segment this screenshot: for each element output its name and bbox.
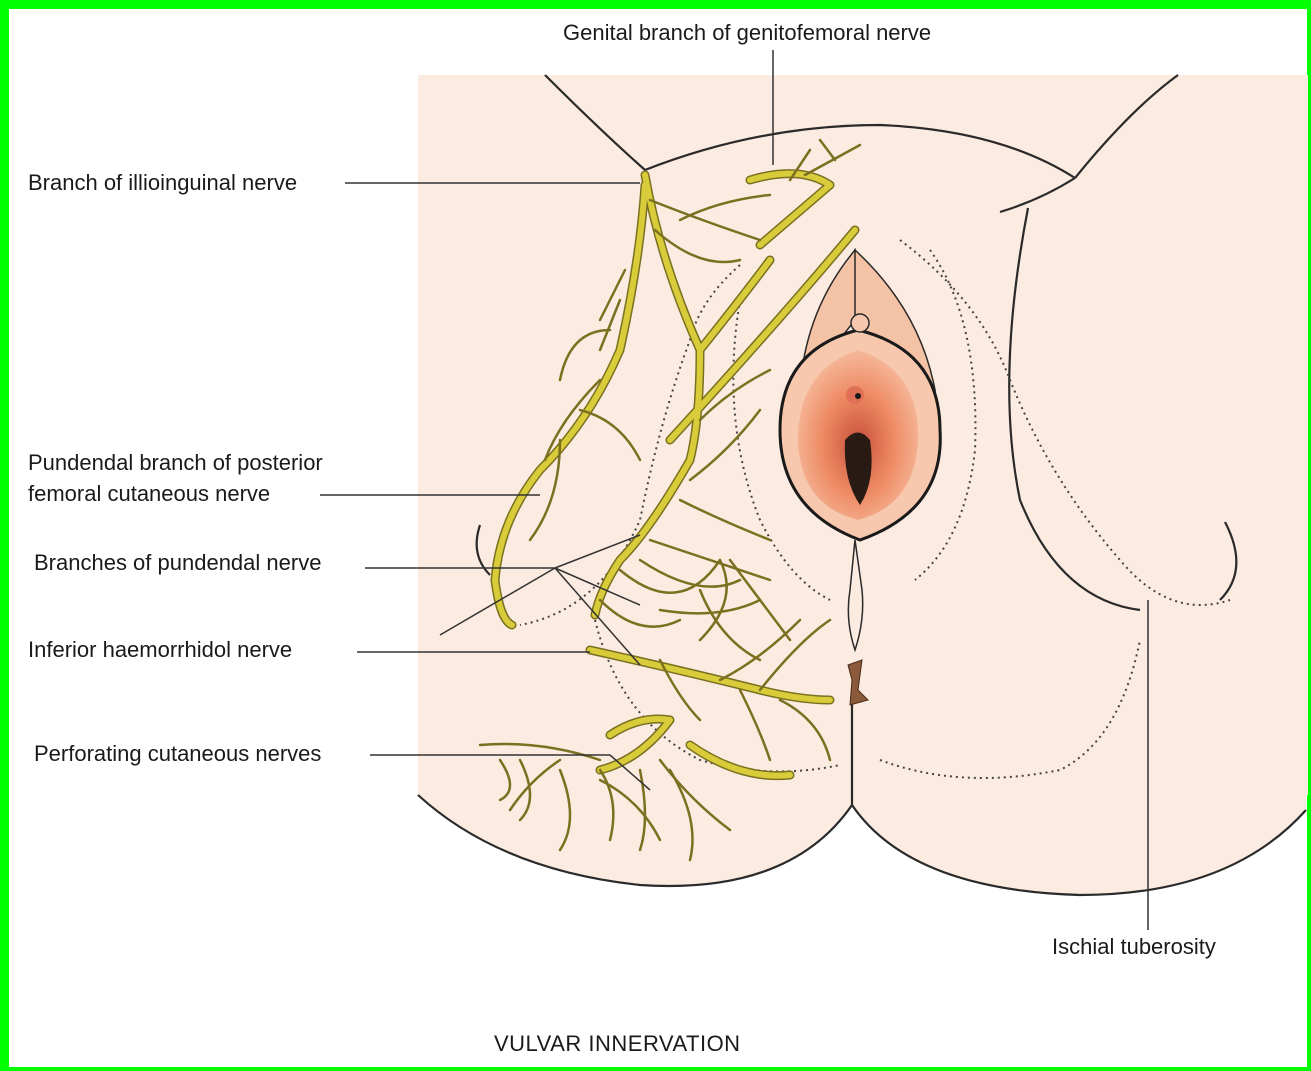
figure-caption: VULVAR INNERVATION: [494, 1031, 741, 1057]
label-genital-branch: Genital branch of genitofemoral nerve: [563, 20, 931, 46]
label-pundendal-branch-line1: Pundendal branch of posterior: [28, 450, 323, 476]
label-branches-pundendal: Branches of pundendal nerve: [34, 550, 321, 576]
label-ischial: Ischial tuberosity: [1052, 934, 1216, 960]
label-illioinguinal: Branch of illioinguinal nerve: [28, 170, 297, 196]
label-pundendal-branch-line2: femoral cutaneous nerve: [28, 481, 270, 507]
label-perforating: Perforating cutaneous nerves: [34, 741, 321, 767]
label-inferior-haemorrhidol: Inferior haemorrhidol nerve: [28, 637, 292, 663]
